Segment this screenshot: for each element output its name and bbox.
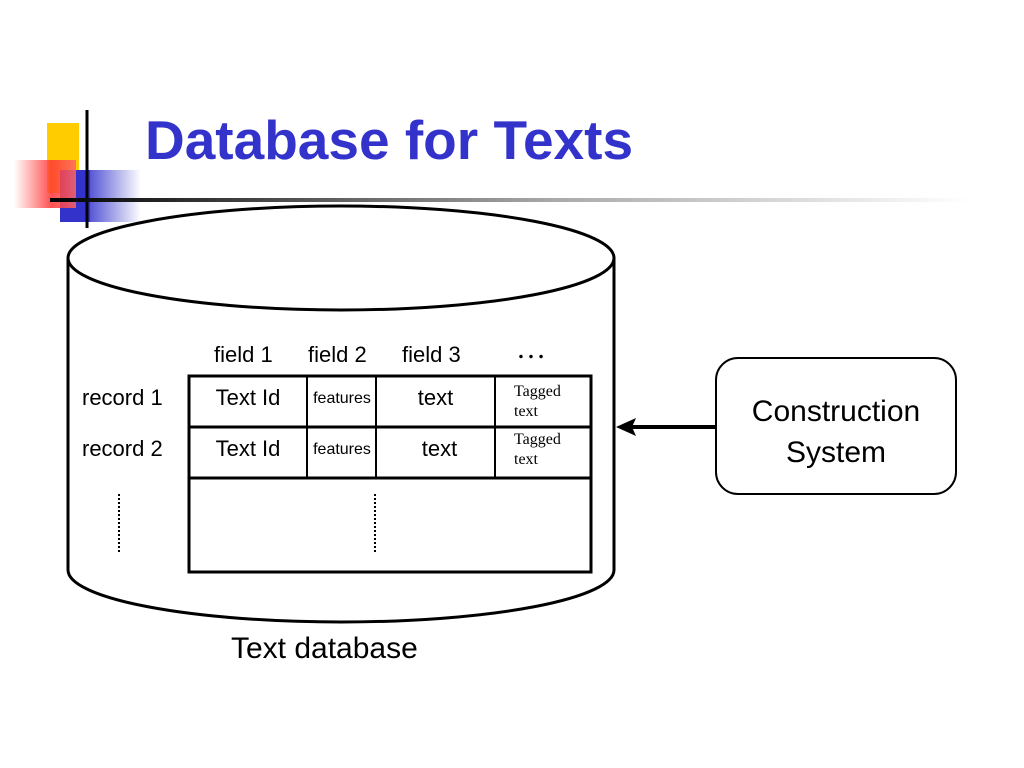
cell-features: features (313, 390, 371, 407)
slide-title: Database for Texts (145, 109, 634, 171)
record-label-2: record 2 (82, 436, 163, 461)
cell-text: text (417, 385, 454, 410)
cell-text-id: Text Id (215, 385, 281, 410)
database-cylinder (66, 204, 616, 624)
more-fields-ellipsis: … (516, 332, 546, 365)
record-table (187, 374, 593, 574)
cell-text: text (421, 436, 458, 461)
field-header-1: field 1 (214, 342, 273, 367)
corner-logo-decoration (14, 110, 141, 228)
cell-tagged-text: Tagged text (514, 383, 561, 420)
database-label: Text database (231, 632, 418, 665)
cell-tagged-text: Tagged text (514, 431, 561, 468)
field-header-3: field 3 (402, 342, 461, 367)
cell-text-id: Text Id (215, 436, 281, 461)
cell-features: features (313, 441, 371, 458)
title-underline (50, 198, 970, 202)
field-header-2: field 2 (308, 342, 367, 367)
feed-arrow (616, 418, 716, 436)
construction-system-label: Construction System (751, 395, 921, 469)
record-label-1: record 1 (82, 385, 163, 410)
